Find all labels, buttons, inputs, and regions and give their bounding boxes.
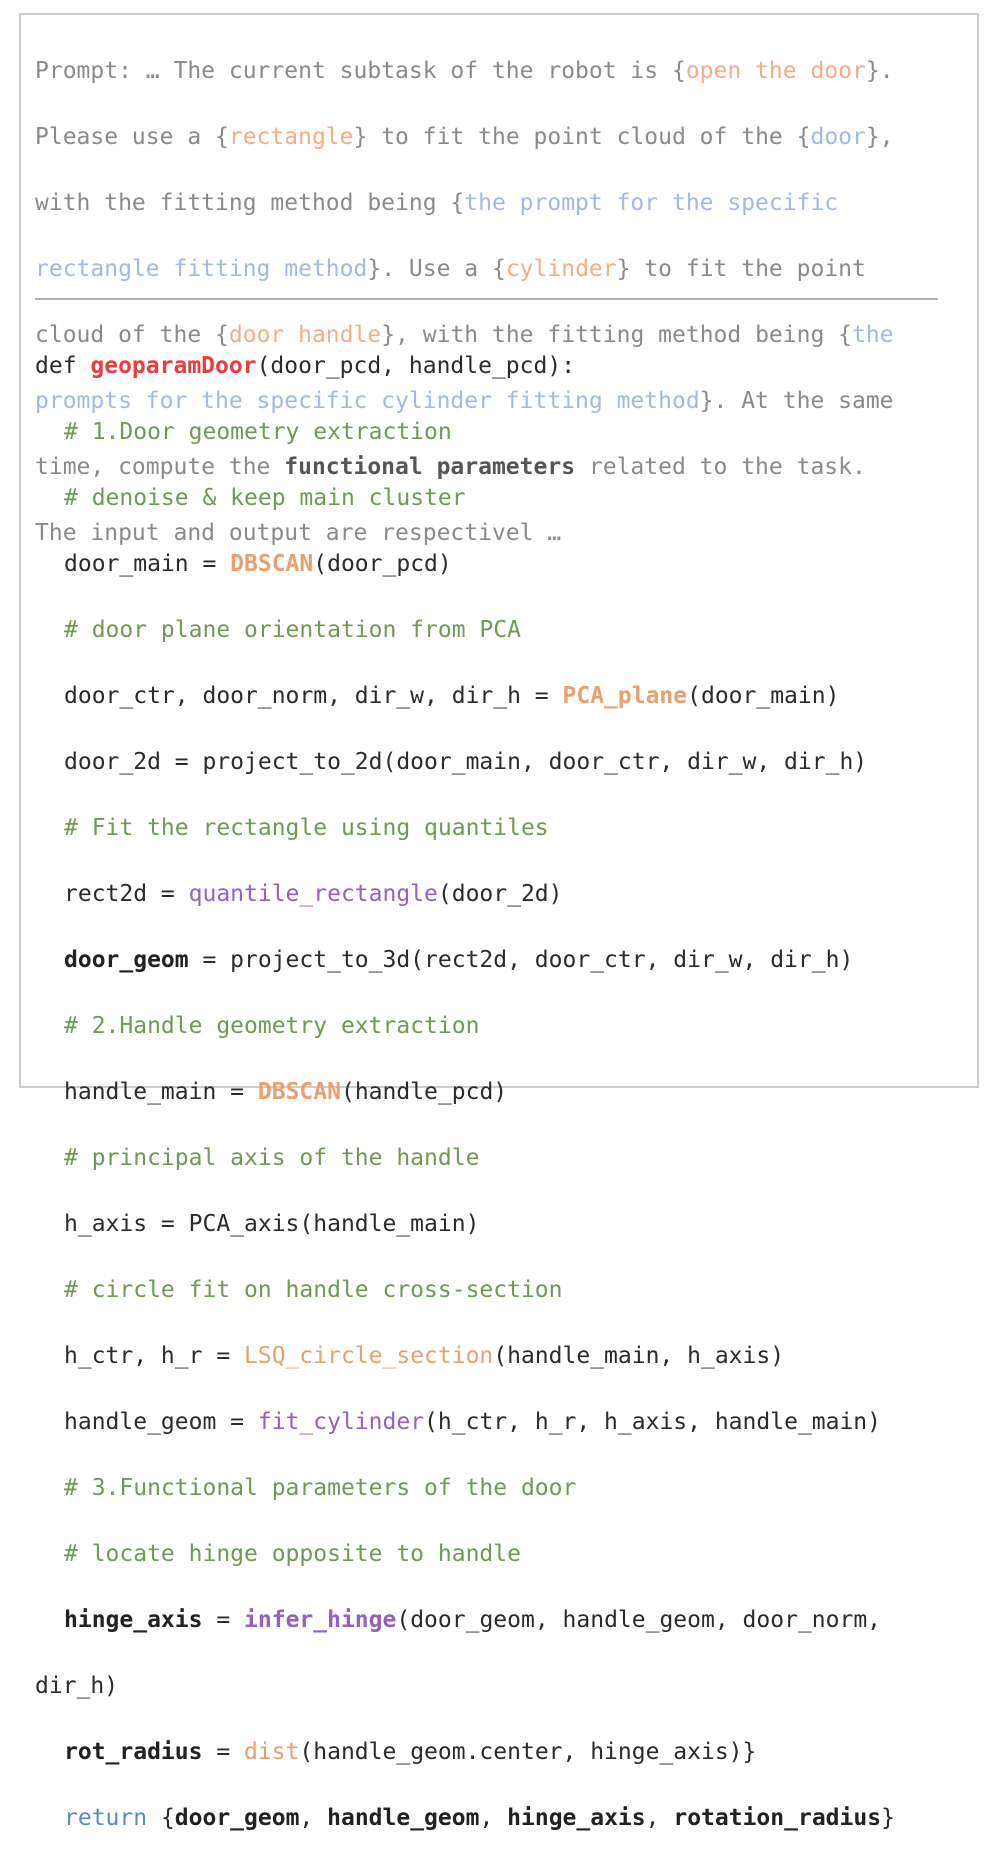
code-comment: # denoise & keep main cluster xyxy=(64,485,466,511)
code-comment: # locate hinge opposite to handle xyxy=(64,1541,521,1567)
code-line: rect2d = quantile_rectangle(door_2d) xyxy=(64,881,563,907)
subtask-slot: open the door xyxy=(685,58,866,84)
prompt-line-4: rectangle fitting method}. Use a {cylind… xyxy=(35,256,866,282)
code-comment: # door plane orientation from PCA xyxy=(64,617,521,643)
code-line: h_ctr, h_r = LSQ_circle_section(handle_m… xyxy=(64,1343,785,1369)
code-line: door_main = DBSCAN(door_pcd) xyxy=(64,551,452,577)
code-comment: # Fit the rectangle using quantiles xyxy=(64,815,549,841)
prompt-text: Prompt: … The current subtask of the rob… xyxy=(35,22,894,583)
code-def-line: def geoparamDoor(door_pcd, handle_pcd): xyxy=(35,353,576,379)
code-line: door_geom = project_to_3d(rect2d, door_c… xyxy=(64,947,854,973)
code-line: hinge_axis = infer_hinge(door_geom, hand… xyxy=(64,1607,882,1633)
code-line: door_ctr, door_norm, dir_w, dir_h = PCA_… xyxy=(64,683,840,709)
code-line: handle_main = DBSCAN(handle_pcd) xyxy=(64,1079,508,1105)
section-divider xyxy=(35,298,938,300)
method-slot-rectangle: the prompt for the specific xyxy=(464,190,839,216)
functional-parameters-term: functional parameters xyxy=(284,454,576,480)
code-line: h_axis = PCA_axis(handle_main) xyxy=(64,1211,480,1237)
prompt-line-6: prompts for the specific cylinder fittin… xyxy=(35,388,894,414)
prompt-line-5: cloud of the {door handle}, with the fit… xyxy=(35,322,894,348)
method-slot-cylinder: the xyxy=(852,322,894,348)
object-slot-door-handle: door handle xyxy=(228,322,382,348)
code-line: handle_geom = fit_cylinder(h_ctr, h_r, h… xyxy=(64,1409,882,1435)
code-line: door_2d = project_to_2d(door_main, door_… xyxy=(64,749,868,775)
function-name: geoparamDoor xyxy=(90,353,257,379)
prompt-line-3: with the fitting method being {the promp… xyxy=(35,190,839,216)
code-comment: # 3.Functional parameters of the door xyxy=(64,1475,577,1501)
code-comment: # 1.Door geometry extraction xyxy=(64,419,452,445)
code-comment: # principal axis of the handle xyxy=(64,1145,480,1171)
code-line: rot_radius = dist(handle_geom.center, hi… xyxy=(64,1739,757,1765)
code-line: dir_h) xyxy=(35,1673,119,1699)
code-comment: # circle fit on handle cross-section xyxy=(64,1277,563,1303)
prompt-line-1: Prompt: … The current subtask of the rob… xyxy=(35,58,894,84)
code-comment: # 2.Handle geometry extraction xyxy=(64,1013,480,1039)
prompt-line-2: Please use a {rectangle} to fit the poin… xyxy=(35,124,894,150)
prompt-line-8: The input and output are respectivel … xyxy=(35,520,562,546)
shape-slot-cylinder: cylinder xyxy=(505,256,617,282)
object-slot-door: door xyxy=(810,124,866,150)
shape-slot-rectangle: rectangle xyxy=(228,124,354,150)
prompt-code-panel xyxy=(19,13,979,1088)
code-return-line: return {door_geom, handle_geom, hinge_ax… xyxy=(64,1805,895,1831)
prompt-line-7: time, compute the functional parameters … xyxy=(35,454,866,480)
code-block: def geoparamDoor(door_pcd, handle_pcd): … xyxy=(35,317,895,1868)
